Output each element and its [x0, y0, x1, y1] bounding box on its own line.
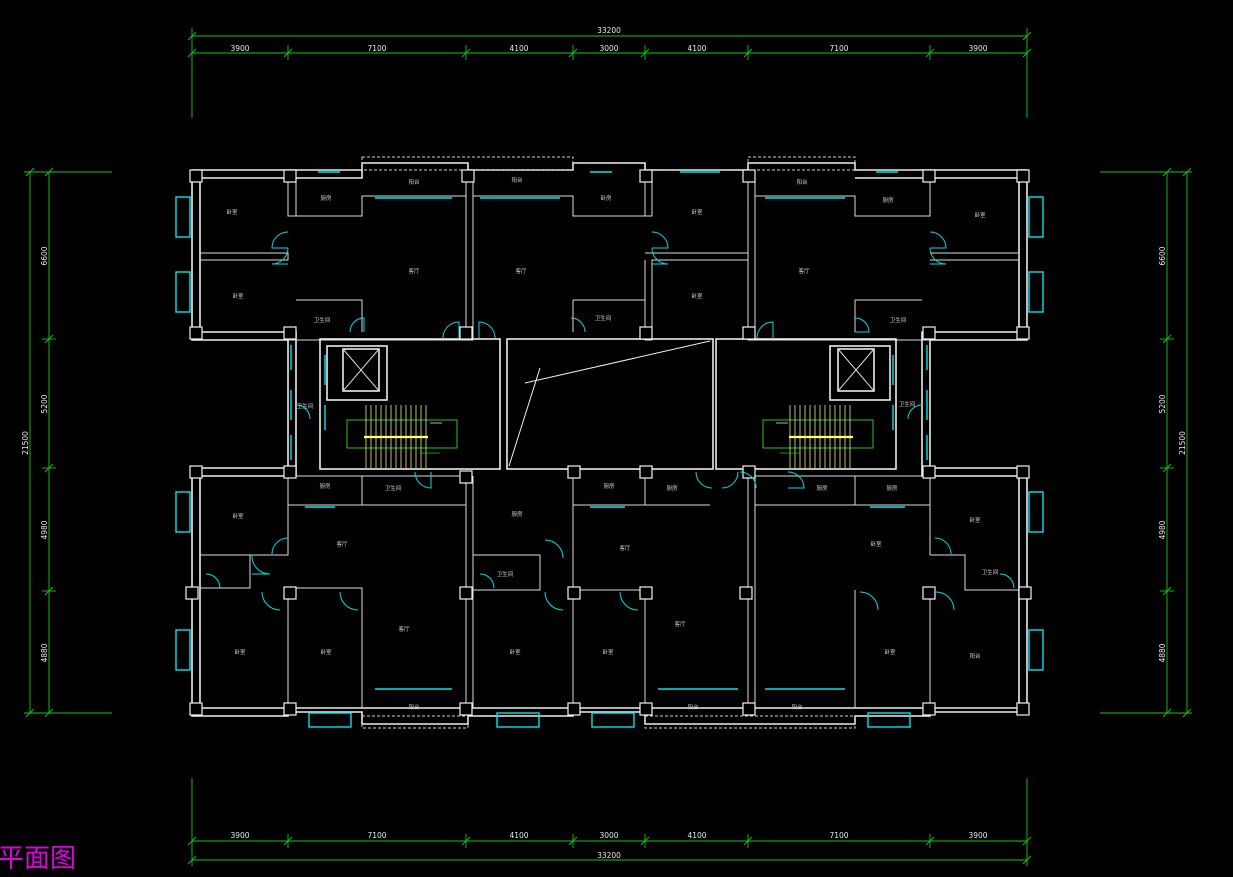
bottom-dim-seg-7: 3900	[968, 831, 987, 840]
room-label: 厨房	[666, 484, 678, 492]
left-overall-dimension: 21500	[21, 431, 30, 455]
room-label: 阳台	[791, 703, 803, 711]
left-dim-seg-2: 5200	[40, 394, 49, 413]
room-label: 卫生间	[497, 570, 514, 578]
room-label: 卧室	[691, 208, 703, 216]
room-label: 客厅	[408, 267, 420, 275]
room-label: 卫生间	[890, 316, 907, 324]
room-label: 厨房	[886, 484, 898, 492]
top-dim-seg-2: 7100	[367, 44, 386, 53]
stair-left-icon	[346, 405, 458, 468]
room-label: 阳台	[408, 703, 420, 711]
room-label: 客厅	[515, 267, 527, 275]
room-label: 卫生间	[385, 484, 402, 492]
structural-columns	[185, 169, 1032, 716]
room-label: 阳台	[511, 176, 523, 184]
room-label: 卧室	[232, 292, 244, 300]
room-label: 卧室	[884, 648, 896, 656]
room-label: 厨房	[882, 196, 894, 204]
room-label: 卫生间	[899, 400, 916, 408]
left-dim-seg-4: 4880	[40, 643, 49, 662]
room-label: 卧室	[509, 648, 521, 656]
room-label: 客厅	[398, 625, 410, 633]
bottom-dim-seg-3: 4100	[509, 831, 528, 840]
room-label: 客厅	[619, 544, 631, 552]
room-label: 卧室	[691, 292, 703, 300]
room-label: 卧室	[320, 648, 332, 656]
bottom-dim-seg-1: 3900	[230, 831, 249, 840]
elevator-right-icon	[837, 348, 875, 392]
room-label: 厨房	[603, 482, 615, 490]
room-label: 阳台	[796, 178, 808, 186]
room-label: 卧房	[600, 194, 612, 202]
top-dim-seg-5: 4100	[687, 44, 706, 53]
room-label: 客厅	[336, 540, 348, 548]
top-dimension-lines	[187, 28, 1032, 118]
bottom-overall-dimension: 33200	[597, 851, 621, 860]
room-label: 卧室	[602, 648, 614, 656]
left-dimension-lines	[24, 167, 112, 718]
room-label: 阳台	[408, 178, 420, 186]
stair-right-icon	[762, 405, 874, 468]
bottom-dim-seg-2: 7100	[367, 831, 386, 840]
top-dim-seg-6: 7100	[829, 44, 848, 53]
balcony-outlines	[361, 156, 856, 729]
room-label: 卫生间	[314, 316, 331, 324]
room-label: 卫生间	[595, 314, 612, 322]
room-label: 卧室	[234, 648, 246, 656]
bottom-dimension-lines	[187, 778, 1032, 866]
exterior-walls	[191, 162, 1028, 725]
room-label: 卧室	[226, 208, 238, 216]
bottom-dim-seg-5: 4100	[687, 831, 706, 840]
room-label: 卧室	[870, 540, 882, 548]
left-dim-seg-3: 4980	[40, 520, 49, 539]
room-label: 卧室	[974, 211, 986, 219]
right-dimension-lines	[1100, 167, 1192, 718]
top-dim-seg-1: 3900	[230, 44, 249, 53]
drawing-title: 平面图	[0, 844, 77, 874]
top-dim-seg-4: 3000	[599, 44, 618, 53]
left-dim-seg-1: 6600	[40, 246, 49, 265]
right-dim-seg-4: 4880	[1158, 643, 1167, 662]
right-overall-dimension: 21500	[1178, 431, 1187, 455]
room-label: 卫生间	[982, 568, 999, 576]
room-label: 阳台	[687, 703, 699, 711]
room-label: 客厅	[674, 620, 686, 628]
top-dim-seg-7: 3900	[968, 44, 987, 53]
bottom-dim-seg-4: 3000	[599, 831, 618, 840]
right-dim-seg-1: 6600	[1158, 246, 1167, 265]
bottom-dim-seg-6: 7100	[829, 831, 848, 840]
room-label: 卧室	[969, 516, 981, 524]
room-labels: 卧室 卧室 厨房 阳台 阳台 卧房 客厅 客厅 卧室 阳台 厨房 卧室 客厅 卧…	[226, 176, 998, 711]
door-swings	[205, 231, 1015, 611]
room-label: 厨房	[319, 482, 331, 490]
light-well-lines	[508, 340, 711, 467]
room-label: 厨房	[320, 194, 332, 202]
top-dim-seg-3: 4100	[509, 44, 528, 53]
right-dim-seg-2: 5200	[1158, 394, 1167, 413]
top-overall-dimension: 33200	[597, 26, 621, 35]
room-label: 厨房	[511, 510, 523, 518]
windows	[175, 171, 1044, 728]
elevator-left-icon	[342, 348, 380, 392]
room-label: 厨房	[816, 484, 828, 492]
room-label: 卫生间	[297, 402, 314, 410]
room-label: 阳台	[969, 652, 981, 660]
room-label: 客厅	[798, 267, 810, 275]
room-label: 卧室	[232, 512, 244, 520]
right-dim-seg-3: 4980	[1158, 520, 1167, 539]
